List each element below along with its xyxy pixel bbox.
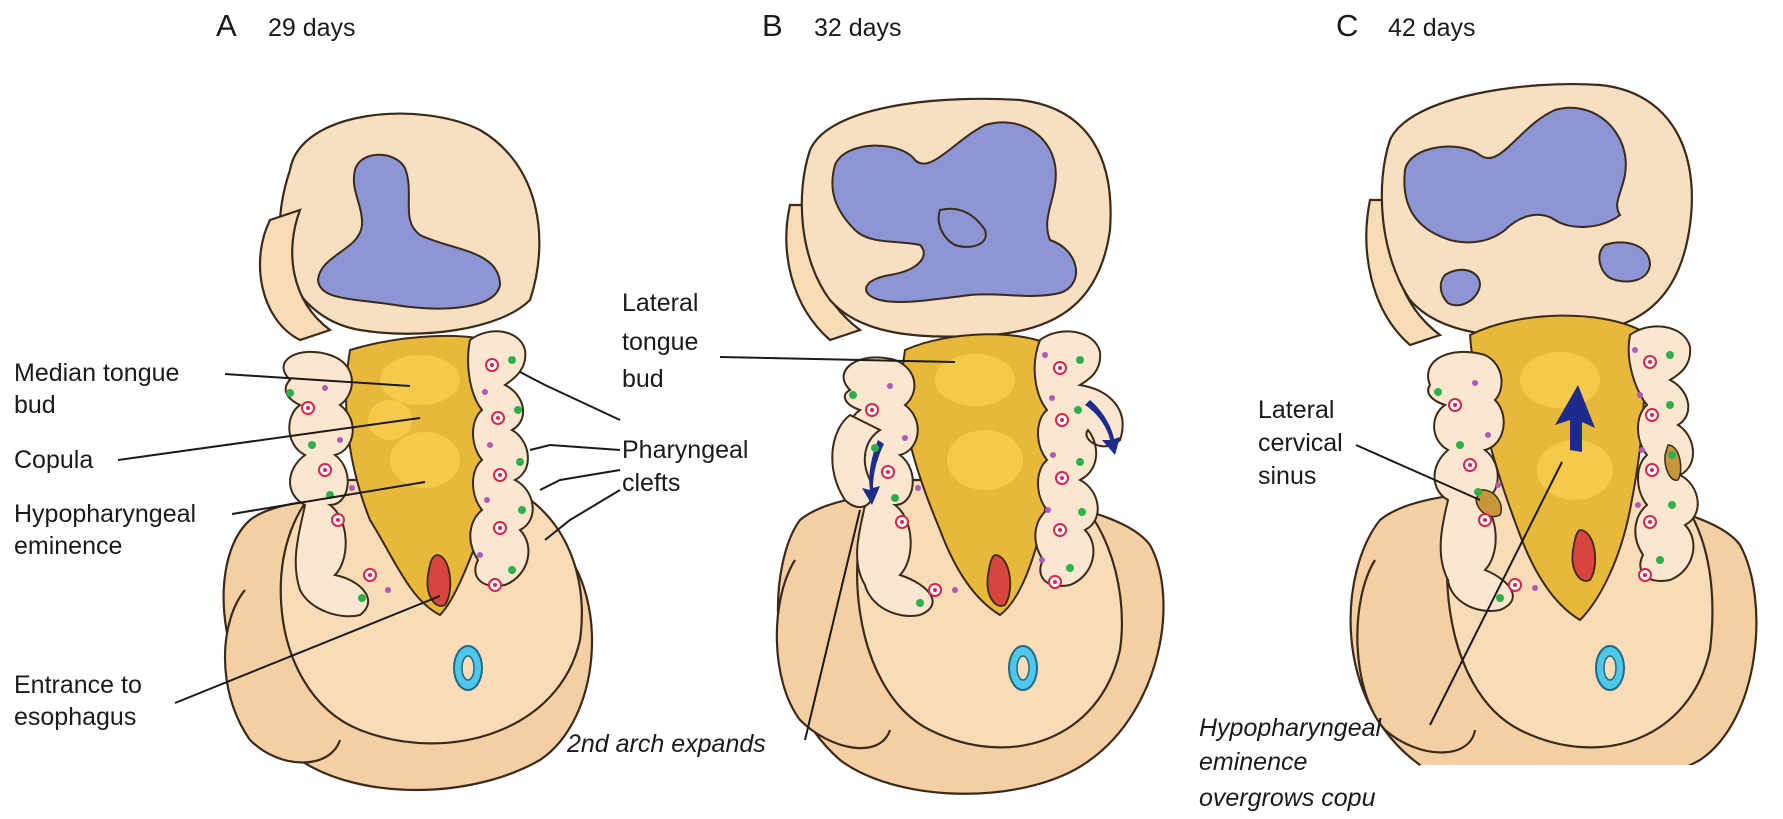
label-second-arch: 2nd arch expands <box>566 730 766 758</box>
label-lateral-cervical-3: sinus <box>1258 462 1316 490</box>
panel-c: C 42 days <box>1199 8 1783 819</box>
label-lateral-tongue-1: Lateral <box>622 289 698 317</box>
panel-b-letter: B <box>762 8 783 43</box>
panel-c-letter: C <box>1336 8 1358 43</box>
panel-a-letter: A <box>216 8 237 43</box>
label-copula: Copula <box>14 446 93 474</box>
label-lateral-cervical-1: Lateral <box>1258 396 1334 424</box>
panel-a-days: 29 days <box>268 14 356 42</box>
panel-b-days: 32 days <box>814 14 902 42</box>
label-lateral-tongue-3: bud <box>622 365 664 393</box>
label-overgrows-2: eminence <box>1199 748 1307 776</box>
label-entrance-1: Entrance to <box>14 671 142 699</box>
label-hypopharyngeal-2: eminence <box>14 532 122 560</box>
label-pharyngeal-1: Pharyngeal <box>622 436 748 464</box>
label-pharyngeal-2: clefts <box>622 469 680 497</box>
white-occluder <box>1420 765 1783 819</box>
label-median-tongue-2: bud <box>14 391 56 419</box>
panel-b: B 32 days <box>566 8 1164 794</box>
label-lateral-tongue-2: tongue <box>622 328 698 356</box>
panel-a: A 29 days <box>14 8 620 790</box>
label-lateral-cervical-2: cervical <box>1258 429 1343 457</box>
label-median-tongue-1: Median tongue <box>14 359 179 387</box>
label-overgrows-1: Hypopharyngeal <box>1199 714 1383 742</box>
label-overgrows-3: overgrows copu <box>1199 784 1376 812</box>
panel-c-days: 42 days <box>1388 14 1476 42</box>
label-entrance-2: esophagus <box>14 703 136 731</box>
label-hypopharyngeal-1: Hypopharyngeal <box>14 500 196 528</box>
